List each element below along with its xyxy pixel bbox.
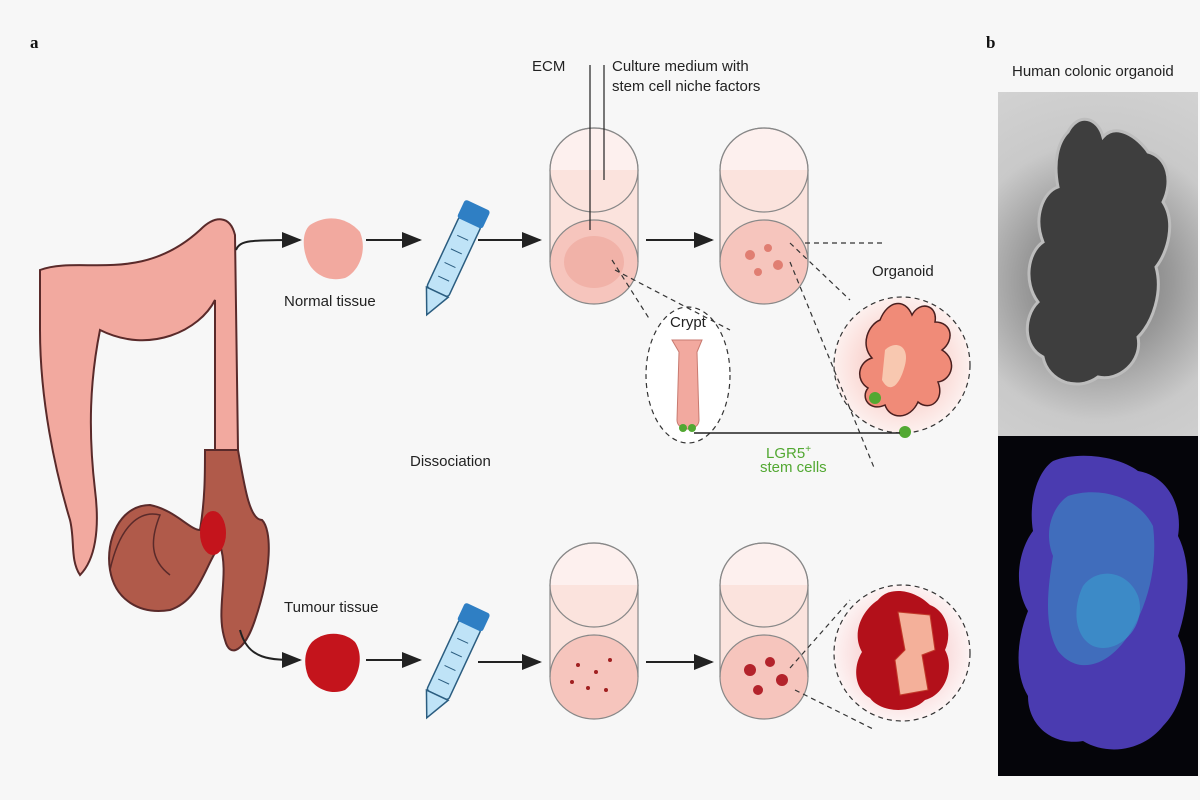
culture-dish [719, 542, 809, 720]
tumour-tissue-piece [305, 633, 360, 693]
organoid-label: Organoid [872, 263, 934, 280]
culture-dish [549, 127, 639, 305]
dissociation-label: Dissociation [410, 453, 491, 470]
lgr5-superscript: + [805, 444, 812, 455]
tumour-spot [200, 511, 226, 555]
culture-dish [549, 542, 639, 720]
normal-tissue-piece [303, 218, 363, 280]
tube-icon [425, 603, 490, 720]
tumour-tissue-label: Tumour tissue [284, 599, 379, 616]
stem-cells-label: stem cells [760, 459, 827, 476]
panel-b-letter: b [986, 33, 996, 52]
tube-icon [425, 200, 490, 317]
panel-b-title: Human colonic organoid [1012, 63, 1174, 80]
culture-medium-label-line1: Culture medium with [612, 58, 749, 75]
ecm-label: ECM [532, 58, 566, 75]
culture-dish [719, 127, 809, 305]
lgr5-text: LGR5 [766, 445, 806, 462]
colon-illustration [39, 218, 270, 652]
lgr5-label: LGR5+ [766, 440, 811, 463]
crypt-label: Crypt [670, 314, 706, 331]
fluorescent-organoid-image [998, 436, 1198, 776]
panel-a-letter: a [30, 33, 39, 52]
brightfield-organoid-image [998, 92, 1198, 436]
normal-tissue-label: Normal tissue [284, 293, 376, 310]
culture-medium-label-line2: stem cell niche factors [612, 78, 761, 95]
